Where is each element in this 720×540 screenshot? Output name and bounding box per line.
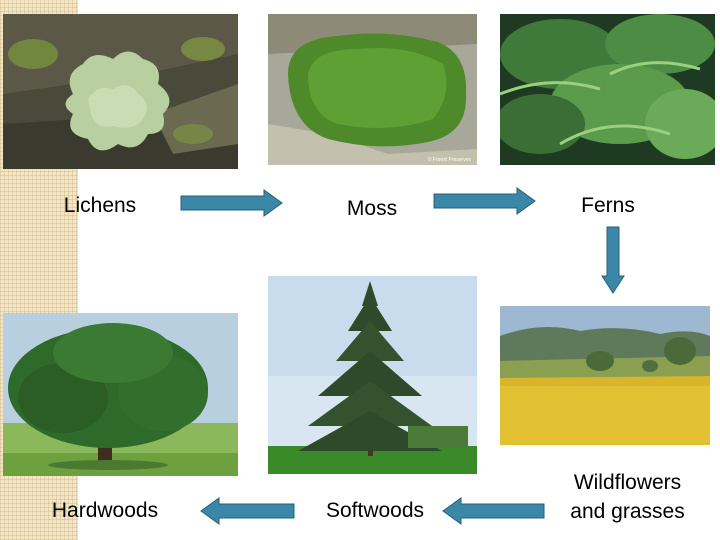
hardwoods-photo [3, 313, 238, 476]
photo-credit: © Forest Preserves [428, 156, 472, 163]
moss-photo: © Forest Preserves [268, 14, 477, 165]
wildflowers-label-line2: and grasses [570, 500, 685, 523]
ferns-photo [500, 14, 715, 165]
arrow-moss-to-ferns [433, 187, 536, 215]
stage-label-hardwoods: Hardwoods [51, 499, 159, 522]
arrow-ferns-to-wildflowers [601, 226, 625, 294]
lichens-photo [3, 14, 238, 169]
stage-label-softwoods: Softwoods [325, 499, 425, 522]
wildflowers-label-line1: Wildflowers [573, 471, 682, 494]
stage-label-ferns: Ferns [581, 194, 635, 217]
wildflowers-photo [500, 306, 710, 445]
stage-label-lichens: Lichens [63, 194, 137, 217]
arrow-lichens-to-moss [180, 189, 283, 217]
softwoods-photo [268, 276, 477, 474]
arrow-softwoods-to-hardwoods [200, 497, 295, 525]
arrow-wildflowers-to-softwoods [442, 497, 545, 525]
stage-label-moss: Moss [346, 197, 398, 220]
stage-label-wildflowers: Wildflowers and grasses [550, 468, 705, 526]
